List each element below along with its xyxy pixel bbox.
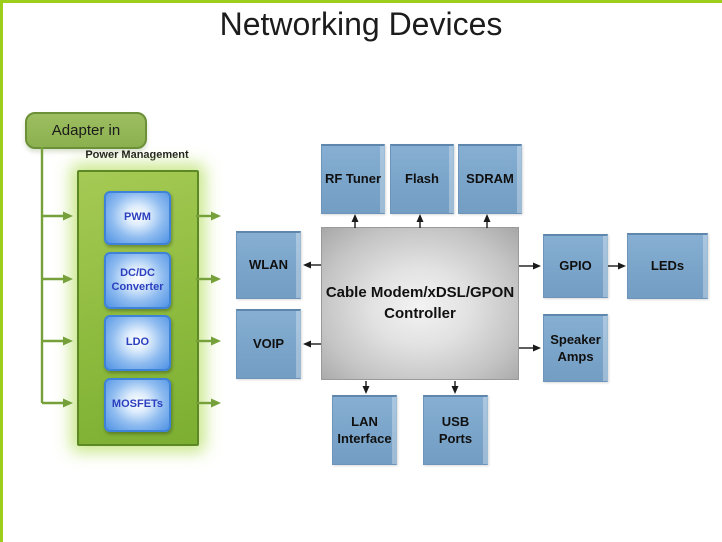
component-pwm: PWM — [104, 191, 171, 245]
component-mosfets-label: MOSFETs — [111, 398, 164, 411]
node-gpio: GPIO — [543, 234, 608, 298]
node-voip-label: VOIP — [252, 336, 285, 352]
node-leds: LEDs — [627, 233, 708, 299]
component-ldo: LDO — [104, 315, 171, 371]
node-lan-interface-label: LAN Interface — [337, 413, 392, 446]
node-rf-tuner: RF Tuner — [321, 144, 385, 214]
node-leds-label: LEDs — [650, 258, 685, 274]
component-mosfets: MOSFETs — [104, 378, 171, 432]
adapter-in-label: Adapter in — [51, 122, 121, 139]
node-wlan: WLAN — [236, 231, 301, 299]
component-dcdc-converter-label: DC/DC Converter — [111, 266, 164, 293]
component-pwm-label: PWM — [124, 211, 151, 224]
node-flash-label: Flash — [405, 171, 439, 187]
controller-label-line1: Cable Modem/xDSL/GPON — [325, 284, 515, 302]
node-speaker-amps-label: Speaker Amps — [550, 331, 601, 364]
page-title: Networking Devices — [219, 6, 503, 42]
controller-label-line2: Controller — [384, 304, 456, 322]
node-sdram-label: SDRAM — [466, 171, 514, 187]
node-gpio-label: GPIO — [559, 258, 592, 274]
node-speaker-amps: Speaker Amps — [543, 314, 608, 382]
node-usb-ports: USB Ports — [423, 395, 488, 465]
node-usb-ports-label: USB Ports — [438, 413, 473, 446]
node-rf-tuner-label: RF Tuner — [324, 171, 382, 187]
node-voip: VOIP — [236, 309, 301, 379]
node-flash: Flash — [390, 144, 454, 214]
node-sdram: SDRAM — [458, 144, 522, 214]
power-management-label: Power Management — [85, 149, 189, 161]
node-controller: Cable Modem/xDSL/GPON Controller — [321, 227, 519, 380]
component-dcdc-converter: DC/DC Converter — [104, 252, 171, 309]
component-ldo-label: LDO — [125, 336, 150, 349]
slide-left-border — [0, 0, 3, 542]
adapter-in-node: Adapter in — [25, 112, 147, 149]
node-lan-interface: LAN Interface — [332, 395, 397, 465]
slide-top-border — [0, 0, 722, 3]
node-wlan-label: WLAN — [249, 257, 288, 273]
